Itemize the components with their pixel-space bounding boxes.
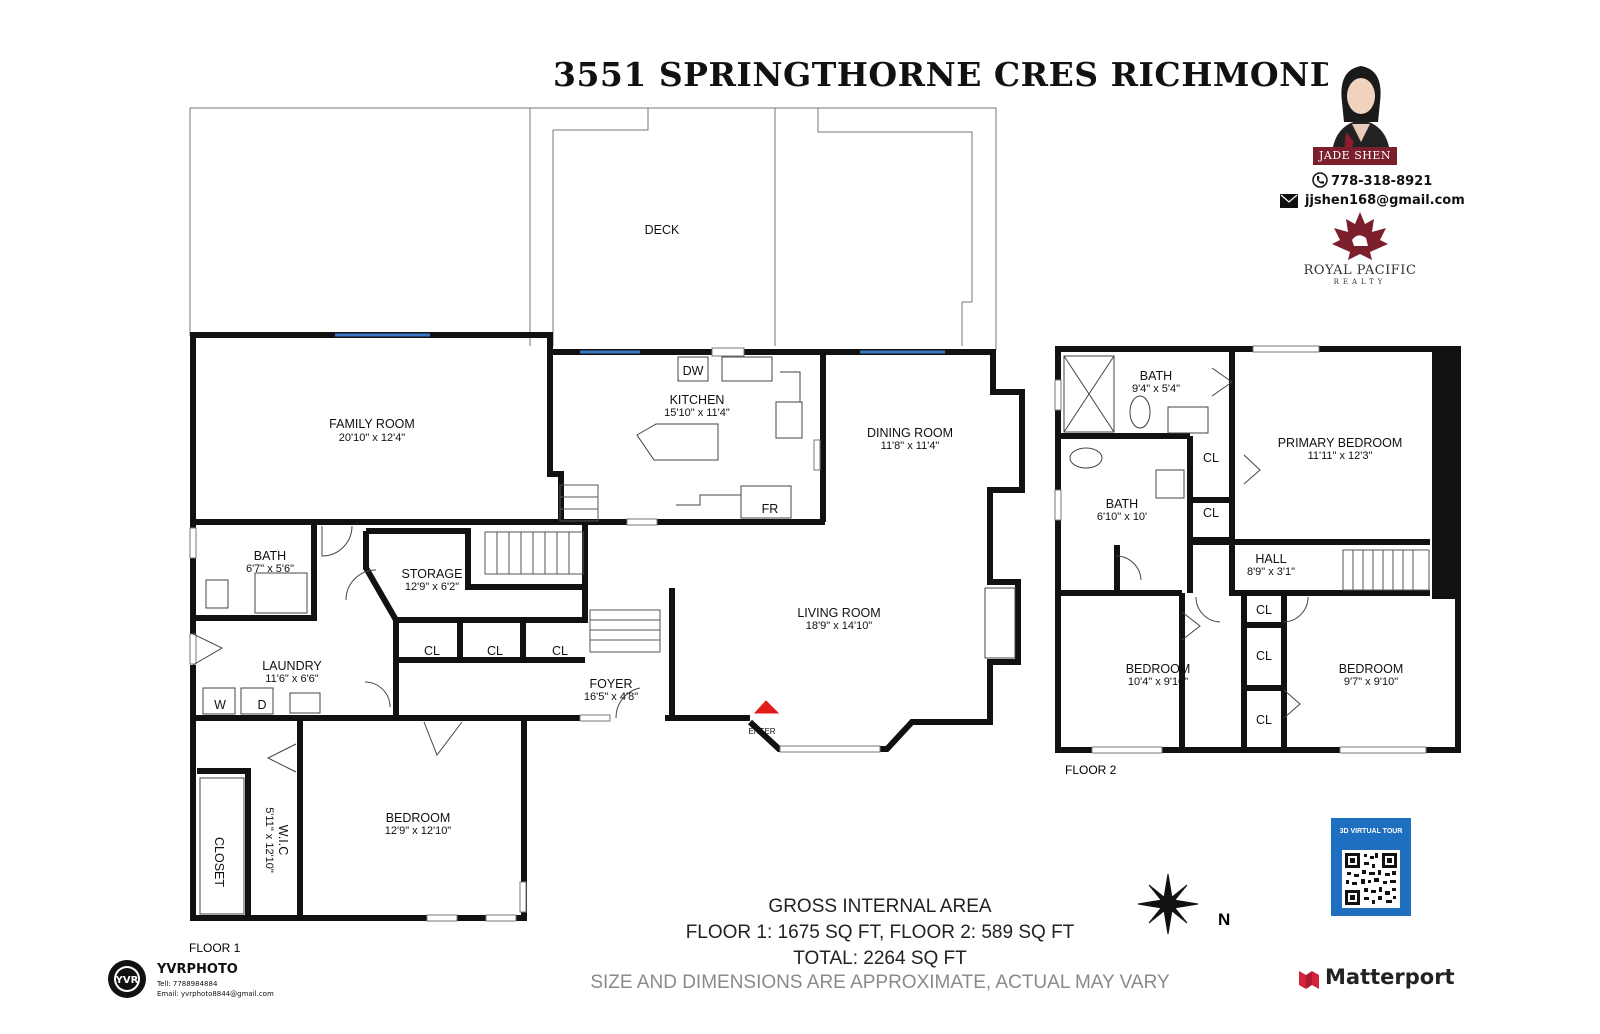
- listing-title: 3551 SPRINGTHORNE CRES RICHMOND: [553, 55, 1339, 94]
- email-icon: [1280, 194, 1298, 208]
- floor2-fixtures: [1063, 355, 1309, 719]
- foyer-name: FOYER: [589, 677, 632, 691]
- bath-f1-dim: 6'7" x 5'6": [246, 563, 294, 575]
- closet-f2-5-label: CL: [1256, 713, 1272, 727]
- floor1-fixtures: [199, 572, 1016, 915]
- hall-name: HALL: [1255, 552, 1286, 566]
- closet-f2-2-label: CL: [1203, 506, 1219, 520]
- family-room-name: FAMILY ROOM: [329, 417, 415, 431]
- bedroom-f2-left-name: BEDROOM: [1126, 662, 1191, 676]
- maple-leaf-lion-logo-icon: [1332, 212, 1388, 260]
- laundry-name: LAUNDRY: [262, 659, 322, 673]
- qr-code-icon[interactable]: [1342, 850, 1400, 908]
- bath-f2-dim: 6'10" x 10': [1097, 511, 1147, 523]
- foyer-dim: 16'5" x 4'8": [584, 691, 638, 703]
- dining-room-dim: 11'8" x 11'4": [881, 440, 940, 452]
- floor2-label: FLOOR 2: [1065, 763, 1117, 777]
- bath-f2-name: BATH: [1106, 497, 1138, 511]
- bedroom-f1-dim: 12'9" x 12'10": [385, 825, 452, 837]
- living-room-dim: 18'9" x 14'10": [806, 620, 873, 632]
- fridge-label: FR: [762, 502, 779, 516]
- laundry-dim: 11'6" x 6'6": [265, 673, 318, 685]
- living-room-name: LIVING ROOM: [797, 606, 880, 620]
- dining-room-name: DINING ROOM: [867, 426, 953, 440]
- floor2-walls: [1055, 346, 1461, 753]
- brokerage-name: ROYAL PACIFIC: [1303, 263, 1417, 278]
- agent-phone[interactable]: 778-318-8921: [1331, 174, 1433, 189]
- kitchen-fixtures: [636, 356, 803, 519]
- entry-arrow: [753, 700, 780, 714]
- wic-dim: 5'11" x 12'10": [263, 807, 275, 873]
- brokerage-sub: REALTY: [1333, 278, 1387, 286]
- floor2-window-frames: [1054, 345, 1427, 754]
- yvr-camera-logo-icon: YVR: [108, 960, 146, 998]
- photographer-tel: Tell: 7788984884: [157, 980, 218, 988]
- hall-dim: 8'9" x 3'1": [1247, 566, 1295, 578]
- bath-f2-top-name: BATH: [1140, 369, 1172, 383]
- family-room-dim: 20'10" x 12'4": [339, 432, 406, 444]
- agent-email[interactable]: jjshen168@gmail.com: [1305, 193, 1465, 208]
- closet-3-label: CL: [552, 644, 568, 658]
- floor1-windows: [335, 333, 945, 354]
- closet-f2-4-label: CL: [1256, 649, 1272, 663]
- phone-icon: [1312, 172, 1328, 188]
- closet-f2-3-label: CL: [1256, 603, 1272, 617]
- agent-photo: [1328, 62, 1394, 152]
- closet-1-label: CL: [424, 644, 440, 658]
- floor1-window-frames: [189, 347, 881, 922]
- compass-north-label: N: [1218, 910, 1230, 929]
- storage-name: STORAGE: [402, 567, 463, 581]
- bedroom-f2-left-dim: 10'4" x 9'10": [1128, 676, 1188, 688]
- dryer-label: D: [257, 698, 266, 712]
- matterport-wordmark: Matterport: [1325, 965, 1455, 989]
- bedroom-f2-right-name: BEDROOM: [1339, 662, 1404, 676]
- door-swings: [192, 525, 641, 773]
- photographer-email: Email: yvrphoto8844@gmail.com: [157, 990, 274, 998]
- floor1-label: FLOOR 1: [189, 941, 241, 955]
- agent-name: JADE SHEN: [1313, 147, 1397, 165]
- compass-rose-icon: [1137, 873, 1199, 935]
- closet-label: CLOSET: [212, 837, 226, 887]
- primary-bedroom-dim: 11'11" x 12'3": [1308, 450, 1373, 462]
- gross-area-total: TOTAL: 2264 SQ FT: [793, 948, 967, 969]
- washer-label: W: [214, 698, 226, 712]
- gross-area-floors: FLOOR 1: 1675 SQ FT, FLOOR 2: 589 SQ FT: [685, 922, 1075, 943]
- disclaimer: SIZE AND DIMENSIONS ARE APPROXIMATE, ACT…: [590, 972, 1170, 993]
- kitchen-name: KITCHEN: [670, 393, 725, 407]
- gross-area-heading: GROSS INTERNAL AREA: [768, 896, 992, 917]
- dishwasher-label: DW: [683, 364, 704, 378]
- floor1-stairs: [484, 484, 661, 653]
- virtual-tour-label: 3D VIRTUAL TOUR: [1339, 828, 1403, 835]
- bath-f2-top-dim: 9'4" x 5'4": [1132, 383, 1180, 395]
- floor1-walls: [190, 332, 1025, 921]
- floor2-east-wall-dark: [1432, 349, 1458, 599]
- closet-f2-1-label: CL: [1203, 451, 1219, 465]
- deck-outline: [189, 107, 997, 350]
- enter-label: ENTER: [748, 727, 775, 736]
- wic-name: W.I.C: [276, 825, 290, 856]
- yvr-logo-text: YVR: [115, 975, 139, 986]
- primary-bedroom-name: PRIMARY BEDROOM: [1278, 436, 1403, 450]
- matterport-logo-icon: [1299, 971, 1319, 989]
- kitchen-dim: 15'10" x 11'4": [664, 407, 730, 419]
- deck-label: DECK: [645, 223, 680, 237]
- photographer-name: YVRPHOTO: [157, 962, 238, 977]
- bath-f1-name: BATH: [254, 549, 286, 563]
- bedroom-f2-right-dim: 9'7" x 9'10": [1344, 676, 1398, 688]
- floor2-stairs: [1342, 549, 1430, 591]
- bedroom-f1-name: BEDROOM: [386, 811, 451, 825]
- closet-2-label: CL: [487, 644, 503, 658]
- storage-dim: 12'9" x 6'2": [405, 581, 459, 593]
